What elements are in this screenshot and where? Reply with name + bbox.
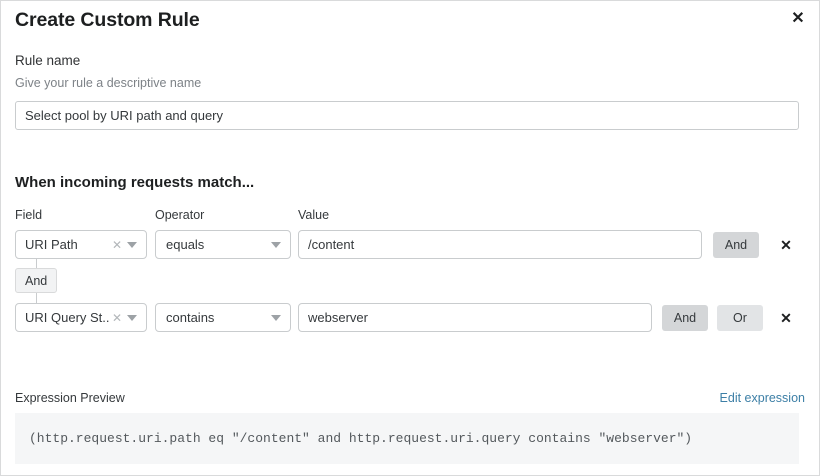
operator-select-2[interactable]: contains	[155, 303, 291, 332]
value-input-1[interactable]	[298, 230, 702, 259]
expression-preview-box: (http.request.uri.path eq "/content" and…	[15, 413, 799, 464]
delete-condition-button-2[interactable]: ✕	[776, 308, 796, 328]
or-button-2[interactable]: Or	[717, 305, 763, 331]
delete-condition-button-1[interactable]: ✕	[776, 235, 796, 255]
column-header-operator: Operator	[155, 208, 205, 222]
field-select-1[interactable]: URI Path ✕	[15, 230, 147, 259]
and-button-2[interactable]: And	[662, 305, 708, 331]
field-select-2[interactable]: URI Query St... ✕	[15, 303, 147, 332]
field-select-1-value: URI Path	[25, 237, 78, 252]
chevron-down-icon	[127, 314, 137, 321]
page-title: Create Custom Rule	[15, 9, 200, 31]
edit-expression-link[interactable]: Edit expression	[719, 391, 805, 405]
clear-icon[interactable]: ✕	[111, 310, 122, 325]
operator-select-2-value: contains	[166, 310, 215, 325]
rule-name-input[interactable]	[15, 101, 799, 130]
chevron-down-icon	[271, 241, 281, 248]
clear-icon[interactable]: ✕	[111, 237, 122, 252]
and-button-1[interactable]: And	[713, 232, 759, 258]
delete-icon: ✕	[780, 310, 792, 326]
condition-row: URI Path ✕ equals And ✕	[1, 230, 819, 260]
column-header-field: Field	[15, 208, 43, 222]
value-input-2[interactable]	[298, 303, 652, 332]
column-header-value: Value	[298, 208, 330, 222]
operator-select-1[interactable]: equals	[155, 230, 291, 259]
chevron-down-icon	[127, 241, 137, 248]
chevron-down-icon	[271, 314, 281, 321]
delete-icon: ✕	[780, 237, 792, 253]
close-icon: ✕	[791, 10, 805, 27]
expression-preview-label: Expression Preview	[15, 391, 125, 405]
expression-preview-text: (http.request.uri.path eq "/content" and…	[29, 431, 693, 446]
condition-row: URI Query St... ✕ contains And Or ✕	[1, 303, 819, 333]
rule-name-label: Rule name	[15, 53, 81, 68]
close-button[interactable]: ✕	[786, 7, 810, 31]
field-select-2-value: URI Query St...	[25, 310, 110, 325]
rule-name-description: Give your rule a descriptive name	[15, 76, 202, 90]
connector-and-badge[interactable]: And	[15, 268, 58, 293]
conditions-heading: When incoming requests match...	[15, 174, 255, 191]
operator-select-1-value: equals	[166, 237, 205, 252]
